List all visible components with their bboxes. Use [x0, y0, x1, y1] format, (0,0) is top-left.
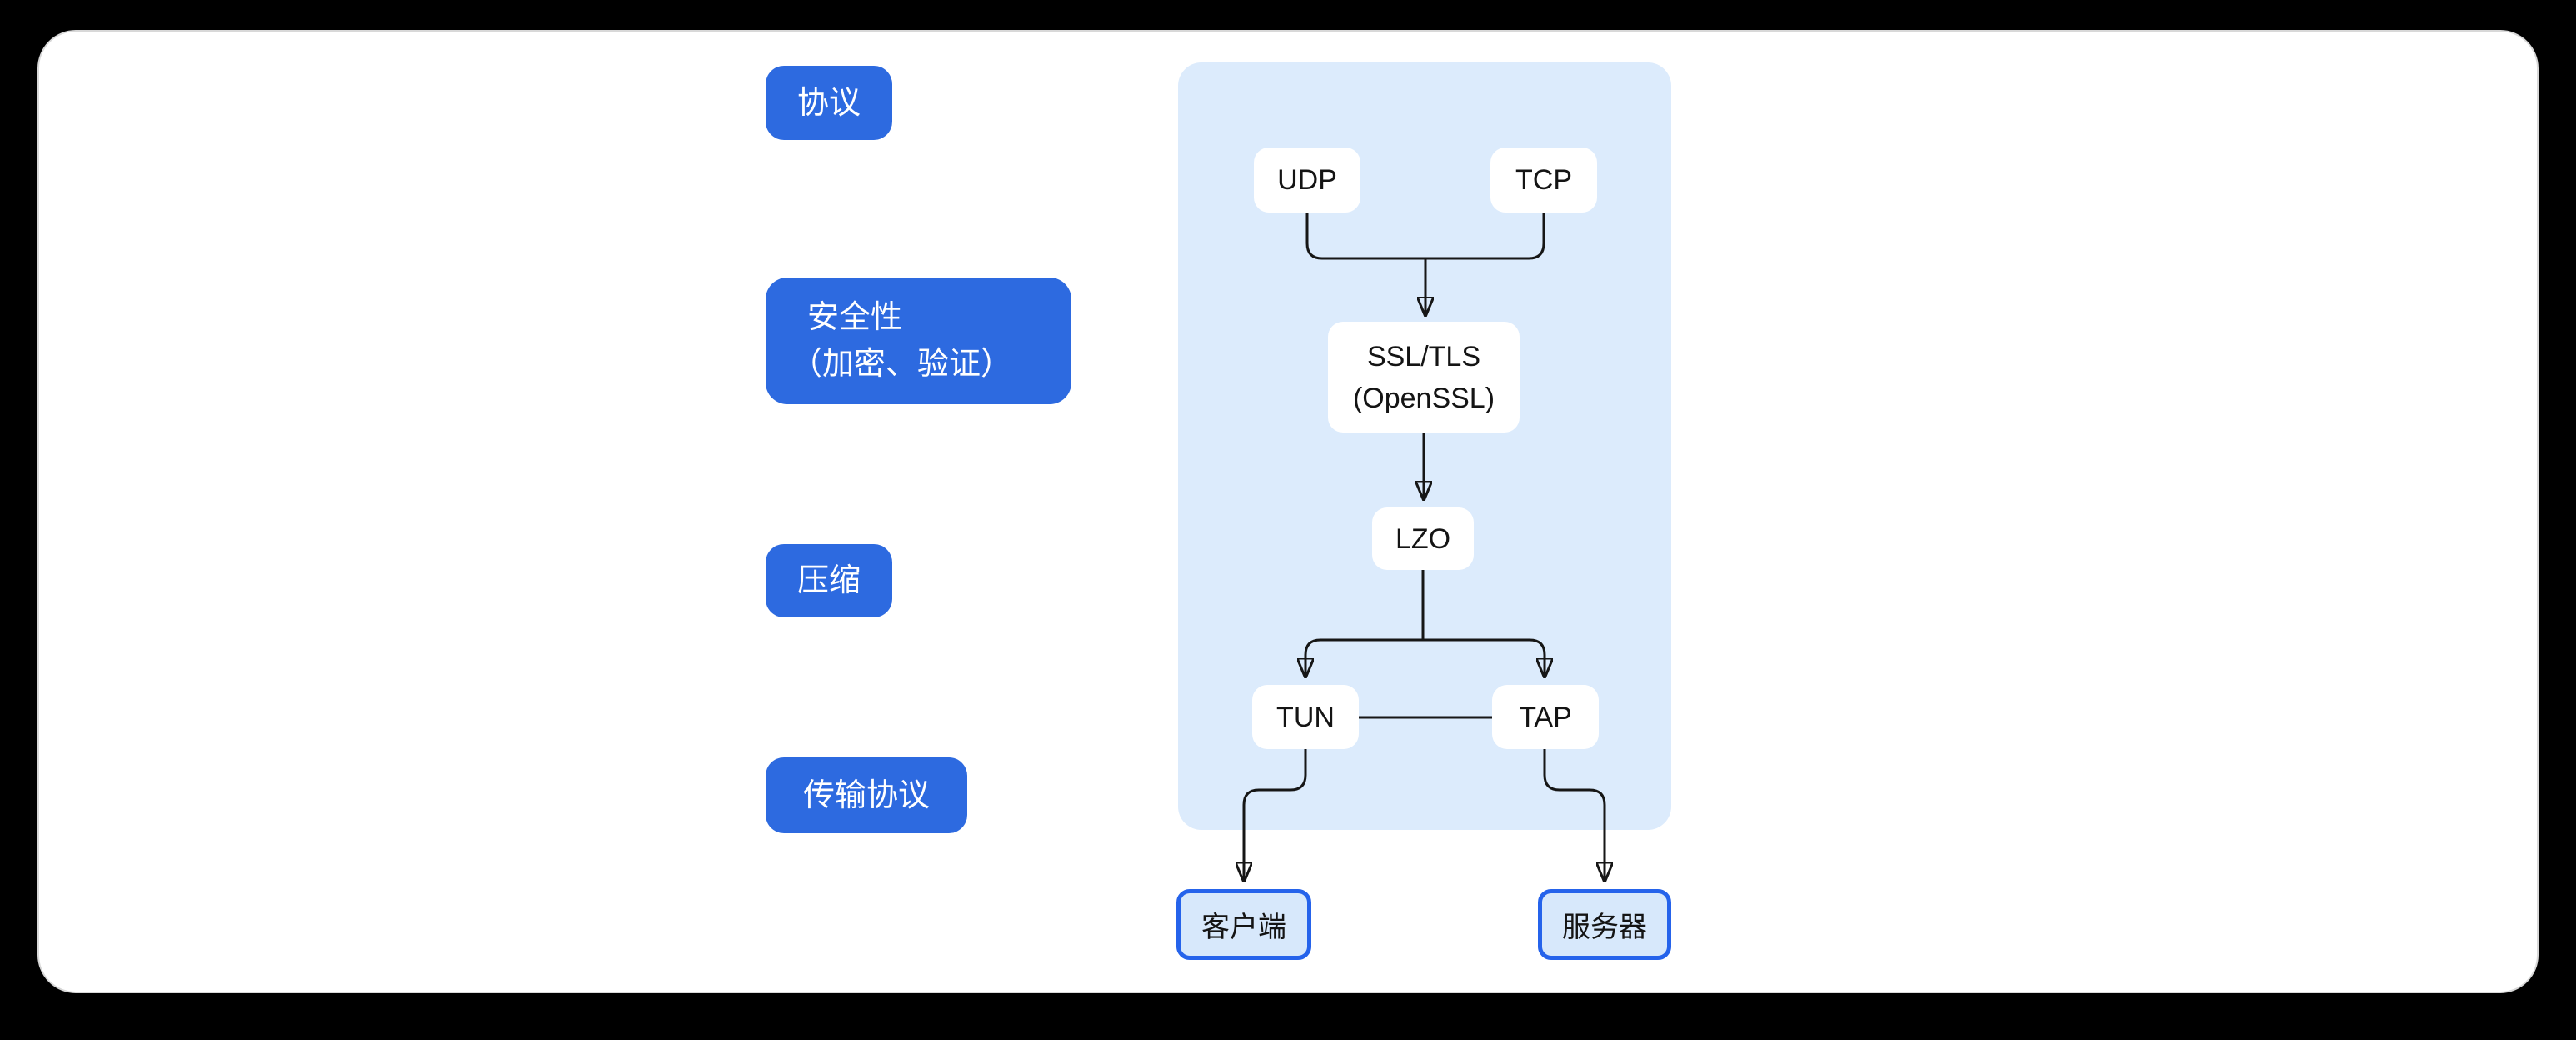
node-server-text: 服务器 [1562, 912, 1647, 943]
node-tcp-text: TCP [1515, 164, 1572, 196]
node-tcp: TCP [1490, 148, 1597, 212]
node-client-text: 客户端 [1201, 912, 1286, 943]
label-protocol-text: 协议 [796, 85, 861, 121]
label-transport: 传输协议 [766, 758, 967, 833]
node-tap: TAP [1492, 685, 1599, 749]
label-transport-text: 传输协议 [802, 778, 930, 813]
node-udp: UDP [1254, 148, 1360, 212]
node-tap-text: TAP [1519, 701, 1572, 733]
node-ssl-line1: SSL/TLS [1366, 340, 1481, 372]
label-security-line1: 安全性 [807, 300, 903, 335]
node-server: 服务器 [1538, 889, 1671, 960]
node-client: 客户端 [1176, 889, 1311, 960]
node-ssl-line2: (OpenSSL) [1352, 382, 1495, 414]
node-tun: TUN [1252, 685, 1359, 749]
node-tun-text: TUN [1276, 701, 1335, 733]
node-lzo: LZO [1372, 508, 1474, 570]
label-security: 安全性 （加密、验证） [766, 278, 1071, 404]
label-compression: 压缩 [766, 544, 892, 618]
node-ssl-tls: SSL/TLS (OpenSSL) [1328, 322, 1520, 432]
node-udp-text: UDP [1277, 164, 1337, 196]
label-compression-text: 压缩 [796, 563, 861, 598]
label-security-line2: （加密、验证） [791, 347, 1013, 382]
label-protocol: 协议 [766, 66, 892, 140]
node-lzo-text: LZO [1395, 522, 1451, 555]
